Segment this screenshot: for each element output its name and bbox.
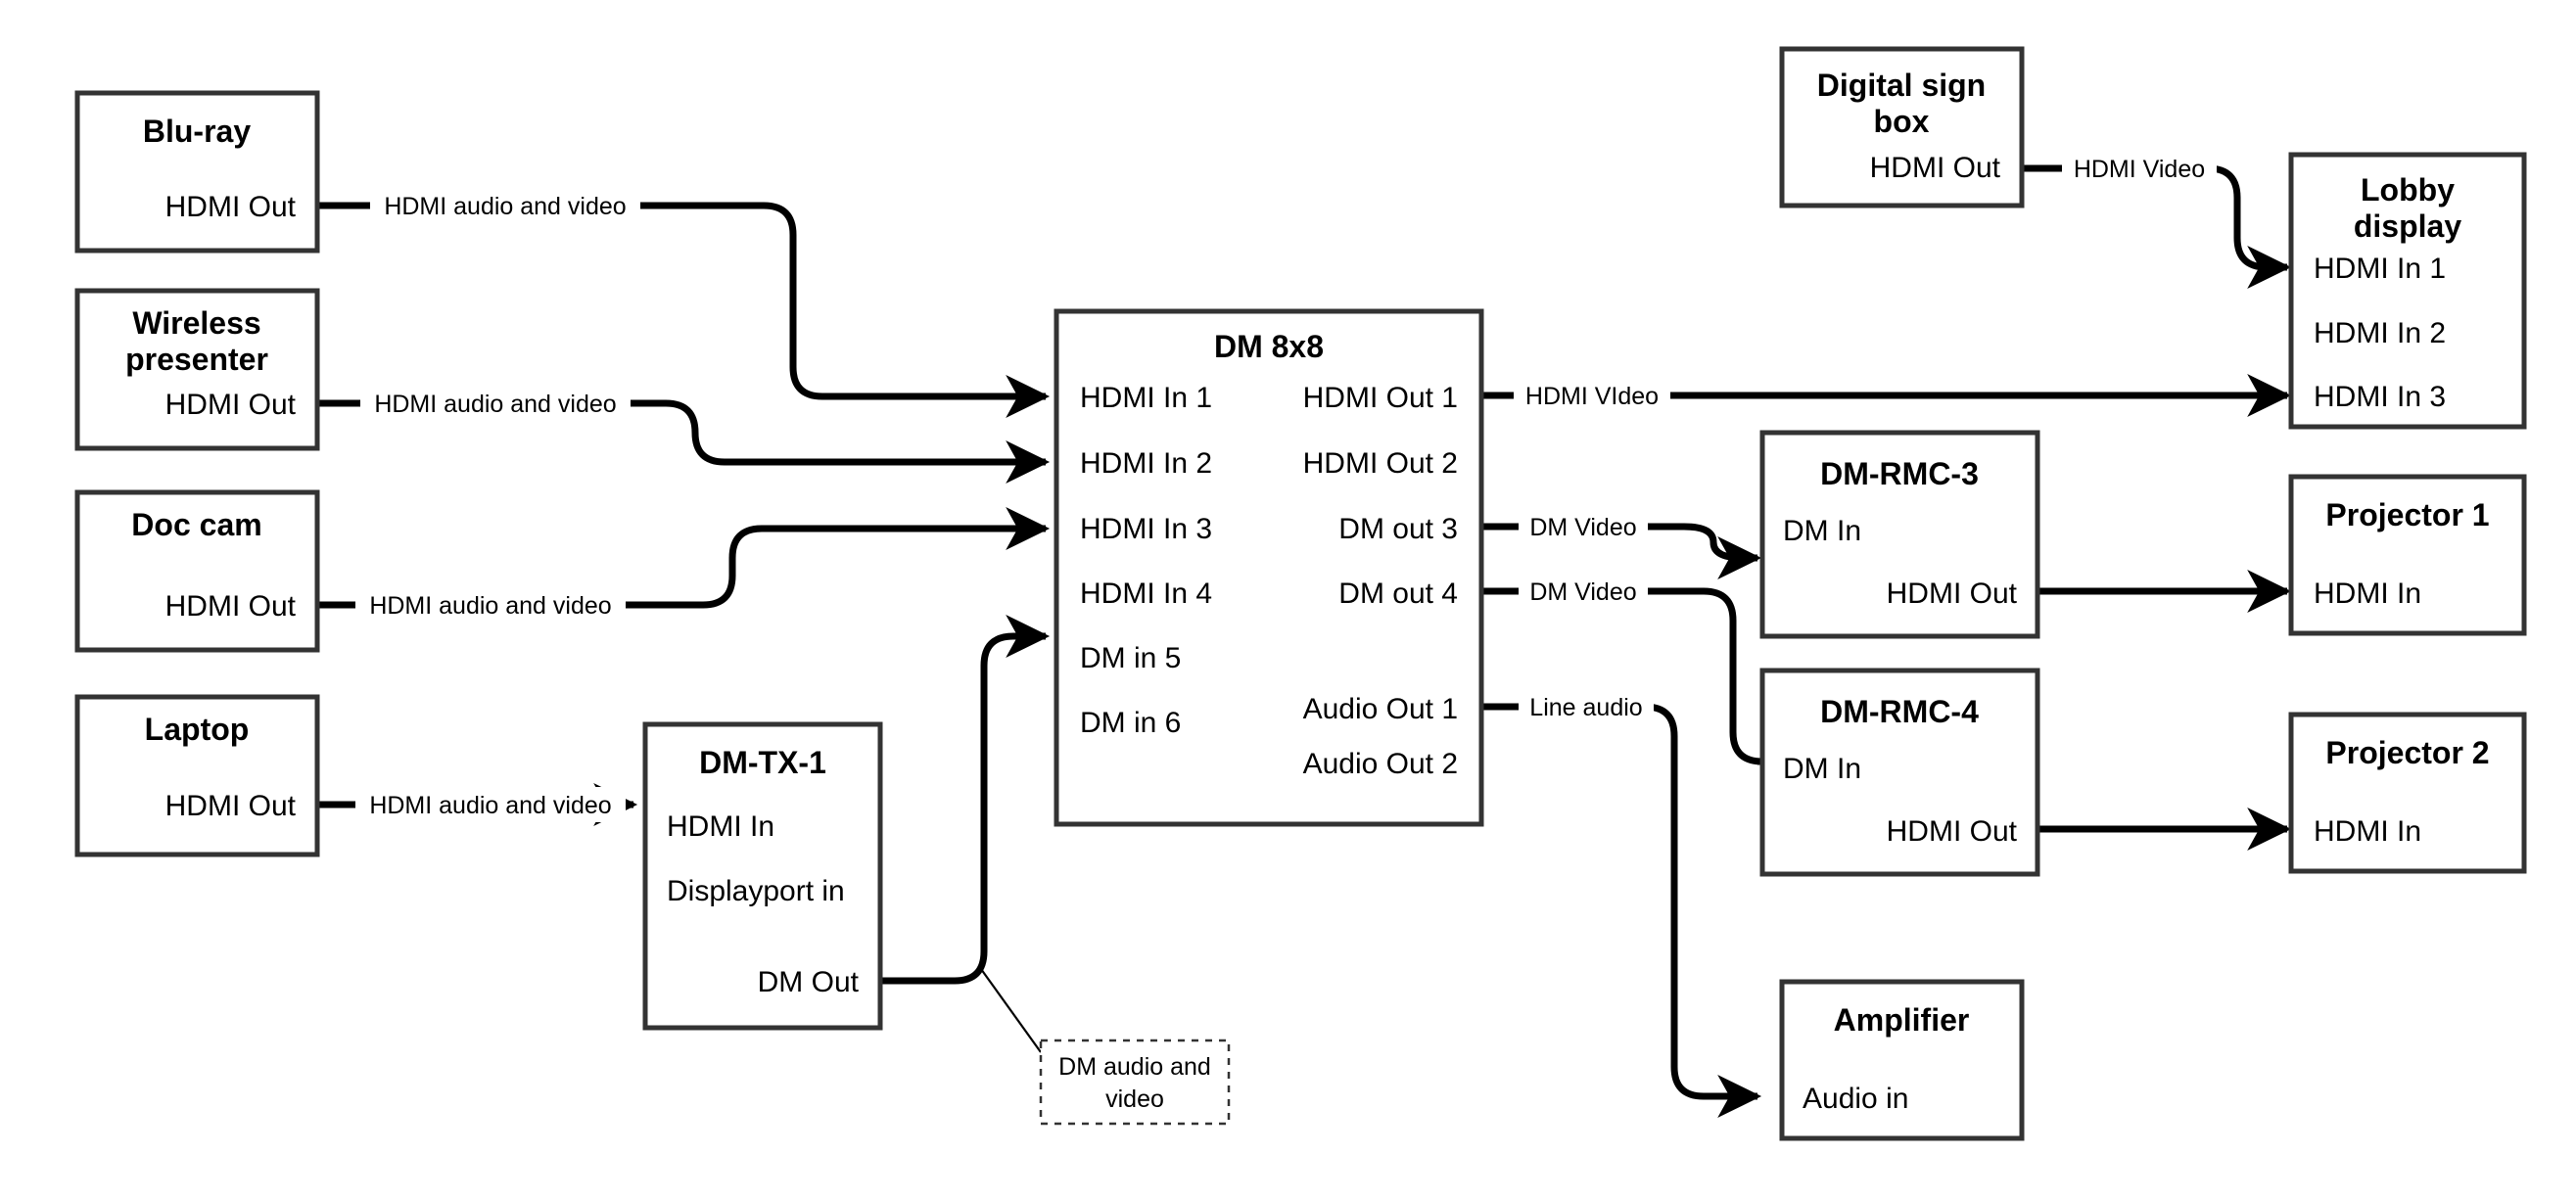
node-digital-sign-box-title-line1: Digital sign xyxy=(1817,68,1986,103)
node-doc-cam-title: Doc cam xyxy=(131,507,261,542)
node-laptop-title: Laptop xyxy=(145,712,250,747)
edge-dm-out-4-to-rmc4-dm-in xyxy=(1481,587,1798,784)
node-wireless-presenter-title-line2: presenter xyxy=(125,342,268,377)
node-laptop-rect[interactable] xyxy=(74,694,320,857)
edge-digitalsign-to-lobby-hdmi-in-1 xyxy=(2020,164,2292,290)
node-dm-rmc-3-title: DM-RMC-3 xyxy=(1820,456,1979,491)
edge-dm-out-3-to-rmc3-dm-in xyxy=(1481,523,1762,580)
port-dm-tx-1-displayport-in: Displayport in xyxy=(667,875,845,907)
annotation-note-rect xyxy=(1039,1039,1231,1126)
node-blu-ray[interactable]: Blu-ray HDMI Out xyxy=(74,90,320,254)
port-lobby-display-hdmi-in-3: HDMI In 3 xyxy=(2314,381,2446,413)
node-wireless-presenter[interactable]: Wireless presenter HDMI Out xyxy=(74,288,320,451)
node-laptop[interactable]: Laptop HDMI Out xyxy=(74,694,320,857)
edge-label-bluray-to-dm: HDMI audio and video xyxy=(384,193,626,220)
node-dm-rmc-4[interactable]: DM-RMC-4 DM In HDMI Out xyxy=(1759,668,2040,877)
edge-dmtx1-to-dm-in-5 xyxy=(880,614,1051,985)
port-dm-8x8-audio-out-1: Audio Out 1 xyxy=(1303,693,1458,725)
node-dm-rmc-3-rect[interactable] xyxy=(1759,430,2040,639)
node-dm-rmc-4-title: DM-RMC-4 xyxy=(1820,694,1979,729)
port-dm-8x8-out-4: DM out 4 xyxy=(1338,577,1458,610)
node-dm-rmc-3[interactable]: DM-RMC-3 DM In HDMI Out xyxy=(1759,430,2040,639)
node-dm-8x8[interactable]: DM 8x8 HDMI In 1 HDMI In 2 HDMI In 3 HDM… xyxy=(1054,308,1484,827)
port-amplifier-audio-in: Audio in xyxy=(1803,1083,1908,1115)
edge-label-laptop-to-dmtx1: HDMI audio and video xyxy=(369,792,611,819)
node-wireless-presenter-rect[interactable] xyxy=(74,288,320,451)
node-projector-1-rect[interactable] xyxy=(2288,474,2527,636)
port-dm-8x8-in-2: HDMI In 2 xyxy=(1080,447,1212,480)
node-projector-2-title: Projector 2 xyxy=(2325,735,2489,770)
node-dm-8x8-rect[interactable] xyxy=(1054,308,1484,827)
port-wireless-presenter-hdmi-out: HDMI Out xyxy=(165,389,297,421)
annotation-dm-audio-and-video: DM audio and video xyxy=(1039,1039,1231,1126)
node-amplifier-rect[interactable] xyxy=(1779,979,2025,1141)
node-projector-1-title: Projector 1 xyxy=(2325,497,2489,532)
edge-label-dm-out3-to-rmc3: DM Video xyxy=(1529,514,1636,541)
port-doc-cam-hdmi-out: HDMI Out xyxy=(165,590,297,623)
port-dm-8x8-in-3: HDMI In 3 xyxy=(1080,513,1212,545)
port-dm-8x8-out-3: DM out 3 xyxy=(1338,513,1458,545)
port-dm-8x8-in-5: DM in 5 xyxy=(1080,642,1181,674)
node-lobby-display-title-line1: Lobby xyxy=(2361,172,2455,208)
edge-doccam-to-dm-hdmi-in-3 xyxy=(317,506,1051,609)
port-dm-tx-1-dm-out: DM Out xyxy=(758,966,860,998)
edge-audio-out-1-to-amplifier xyxy=(1481,703,1762,1119)
node-lobby-display[interactable]: Lobby display HDMI In 1 HDMI In 2 HDMI I… xyxy=(2288,152,2527,430)
node-wireless-presenter-title-line1: Wireless xyxy=(132,305,260,341)
edge-wireless-to-dm-hdmi-in-2 xyxy=(317,399,1051,485)
annotation-note-line1: DM audio and xyxy=(1058,1053,1211,1081)
port-projector-1-hdmi-in: HDMI In xyxy=(2314,577,2421,610)
node-dm-rmc-4-rect[interactable] xyxy=(1759,668,2040,877)
port-projector-2-hdmi-in: HDMI In xyxy=(2314,815,2421,848)
edge-label-wireless-to-dm: HDMI audio and video xyxy=(374,391,616,418)
port-dm-8x8-out-2: HDMI Out 2 xyxy=(1303,447,1458,480)
node-blu-ray-rect[interactable] xyxy=(74,90,320,254)
annotation-note-line2: video xyxy=(1105,1086,1164,1113)
port-dm-rmc-4-hdmi-out: HDMI Out xyxy=(1887,815,2018,848)
node-dm-tx-1-rect[interactable] xyxy=(642,721,883,1031)
edge-label-digitalsign-to-lobby: HDMI Video xyxy=(2074,156,2205,183)
edge-label-dm-out4-to-rmc4: DM Video xyxy=(1529,578,1636,606)
node-projector-2-rect[interactable] xyxy=(2288,712,2527,874)
port-dm-8x8-in-6: DM in 6 xyxy=(1080,707,1181,739)
node-blu-ray-title: Blu-ray xyxy=(143,114,251,149)
port-digital-sign-box-hdmi-out: HDMI Out xyxy=(1870,152,2001,184)
edge-label-audio-out1-to-amp: Line audio xyxy=(1529,694,1642,721)
node-lobby-display-rect[interactable] xyxy=(2288,152,2527,430)
node-amplifier-title: Amplifier xyxy=(1834,1002,1970,1038)
port-dm-8x8-audio-out-2: Audio Out 2 xyxy=(1303,748,1458,780)
node-amplifier[interactable]: Amplifier Audio in xyxy=(1779,979,2025,1141)
node-digital-sign-box[interactable]: Digital sign box HDMI Out xyxy=(1779,46,2025,208)
node-dm-tx-1-title: DM-TX-1 xyxy=(699,745,826,780)
node-lobby-display-title-line2: display xyxy=(2354,208,2461,244)
port-dm-rmc-4-dm-in: DM In xyxy=(1783,753,1861,785)
port-dm-tx-1-hdmi-in: HDMI In xyxy=(667,810,774,843)
port-dm-rmc-3-hdmi-out: HDMI Out xyxy=(1887,577,2018,610)
port-dm-8x8-in-4: HDMI In 4 xyxy=(1080,577,1212,610)
node-dm-tx-1[interactable]: DM-TX-1 HDMI In Displayport in DM Out xyxy=(642,721,883,1031)
port-dm-8x8-in-1: HDMI In 1 xyxy=(1080,382,1212,414)
node-projector-2[interactable]: Projector 2 HDMI In xyxy=(2288,712,2527,874)
port-laptop-hdmi-out: HDMI Out xyxy=(165,790,297,822)
edge-label-doccam-to-dm: HDMI audio and video xyxy=(369,592,611,620)
node-doc-cam-rect[interactable] xyxy=(74,489,320,653)
node-doc-cam[interactable]: Doc cam HDMI Out xyxy=(74,489,320,653)
edge-label-dm-out1-to-lobby: HDMI VIdeo xyxy=(1525,383,1659,410)
port-dm-8x8-out-1: HDMI Out 1 xyxy=(1303,382,1458,414)
node-dm-8x8-title: DM 8x8 xyxy=(1214,329,1324,364)
port-dm-rmc-3-dm-in: DM In xyxy=(1783,515,1861,547)
port-lobby-display-hdmi-in-1: HDMI In 1 xyxy=(2314,253,2446,285)
port-blu-ray-hdmi-out: HDMI Out xyxy=(165,191,297,223)
node-projector-1[interactable]: Projector 1 HDMI In xyxy=(2288,474,2527,636)
node-digital-sign-box-title-line2: box xyxy=(1874,104,1930,139)
port-lobby-display-hdmi-in-2: HDMI In 2 xyxy=(2314,317,2446,349)
node-digital-sign-box-rect[interactable] xyxy=(1779,46,2025,208)
edge-bluray-to-dm-hdmi-in-1 xyxy=(317,202,1051,419)
note-leader-line xyxy=(980,968,1042,1053)
